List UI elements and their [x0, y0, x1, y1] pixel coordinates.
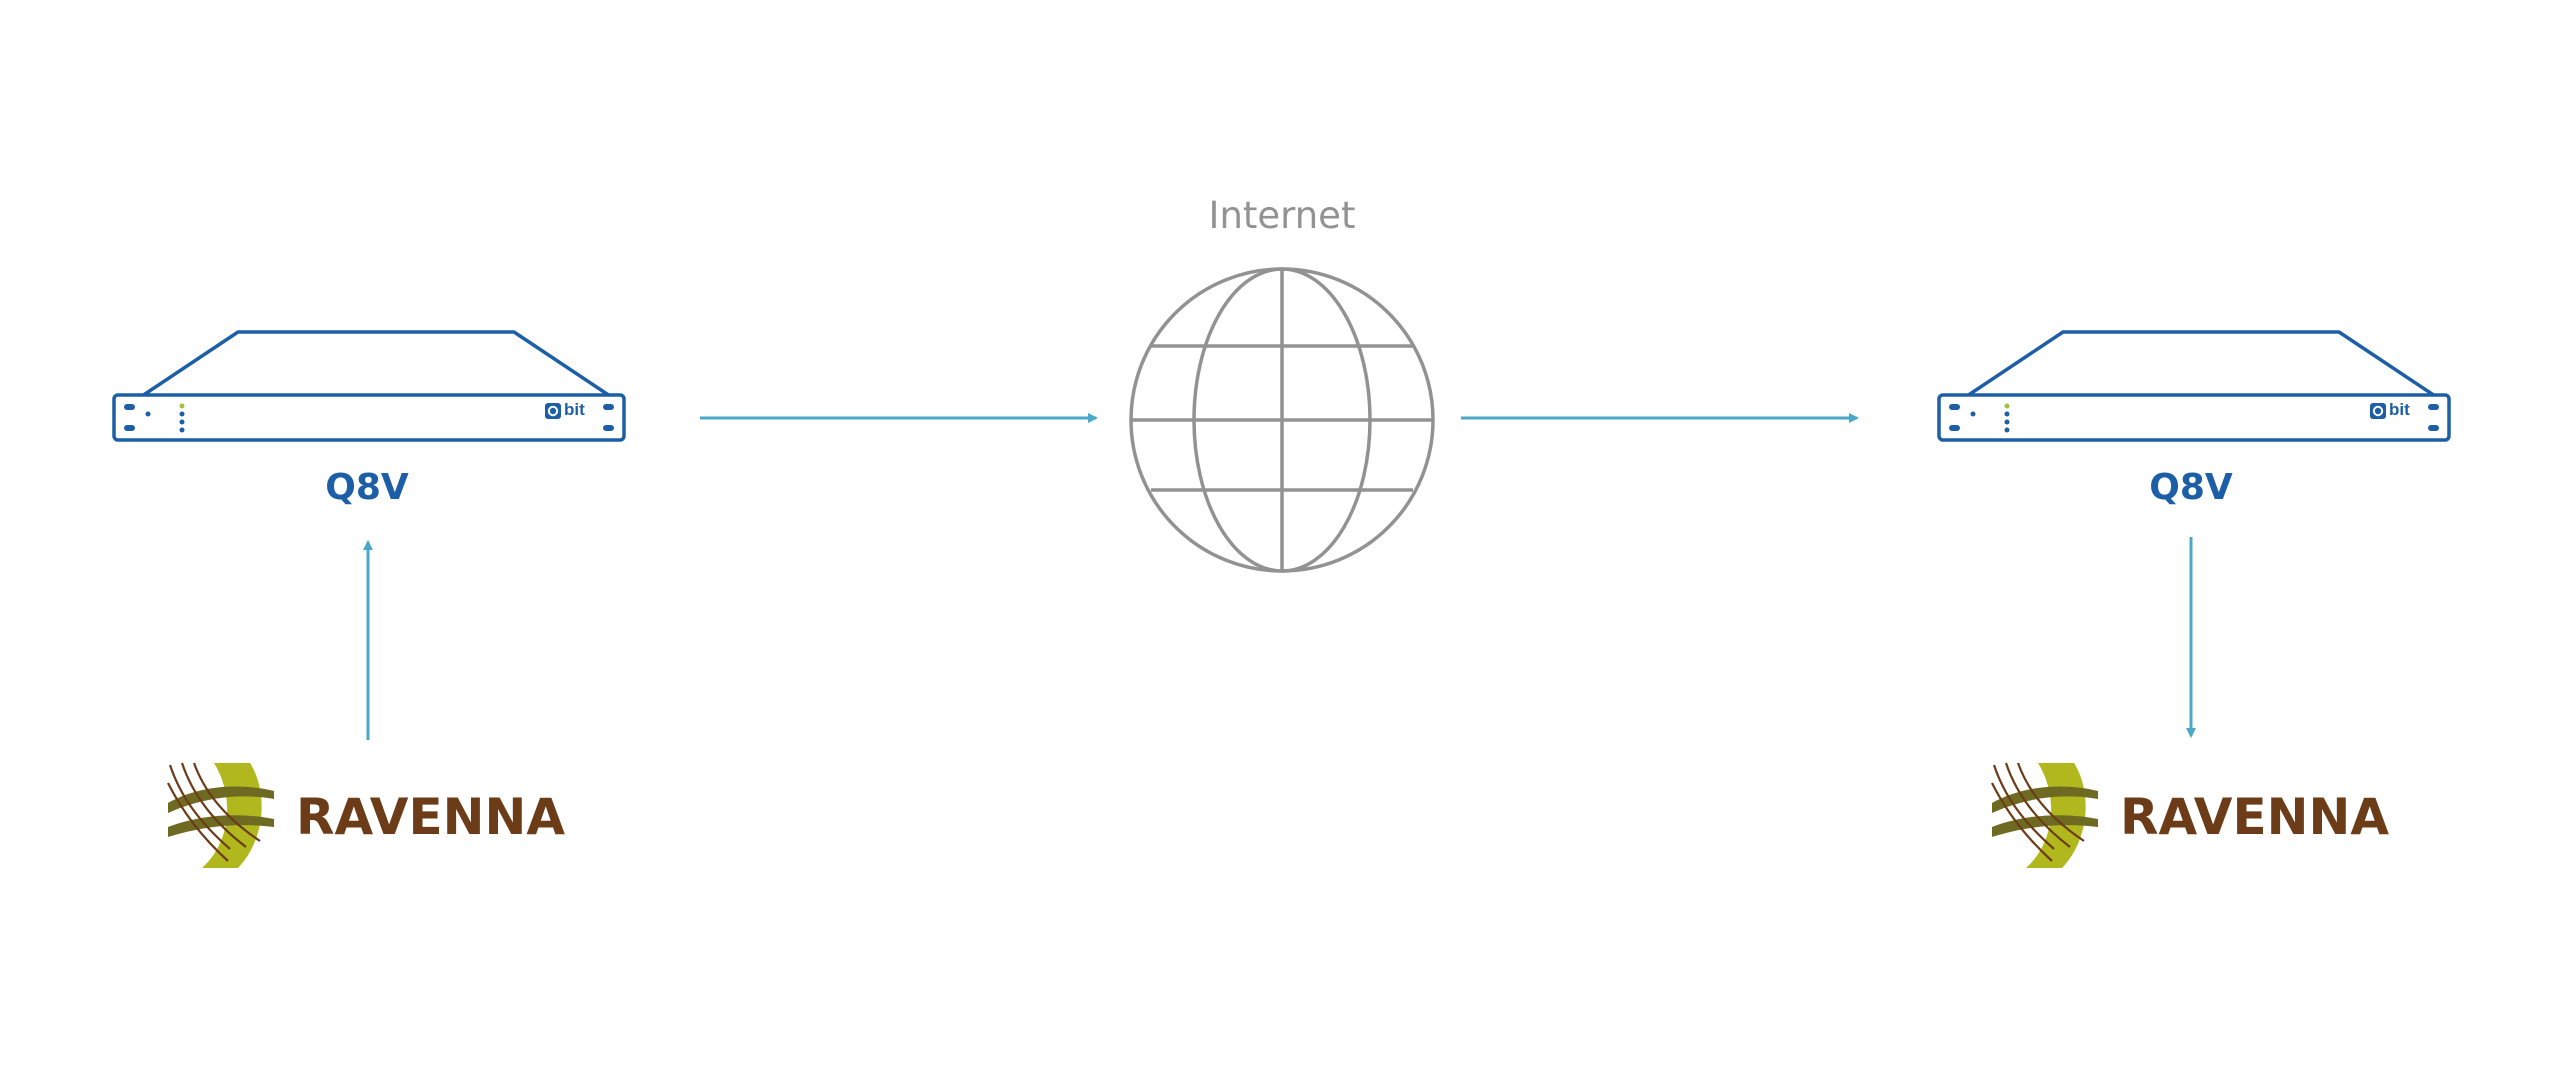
brand-left-name: RAVENNA [296, 788, 565, 846]
device-left-label: Q8V [325, 467, 409, 508]
ravenna-logo-icon [1990, 761, 2100, 870]
brand-right: RAVENNA [1990, 761, 2389, 870]
internet-node: Internet [1129, 194, 1435, 573]
device-left-logo-text: bit [564, 400, 585, 419]
device-right-label: Q8V [2149, 467, 2233, 508]
device-right-logo-text: bit [2389, 400, 2410, 419]
device-left: bit Q8V [112, 330, 626, 508]
device-right: bit Q8V [1937, 330, 2451, 508]
internet-label: Internet [1209, 194, 1356, 237]
ravenna-logo-icon [166, 761, 276, 870]
brand-left: RAVENNA [166, 761, 565, 870]
brand-right-name: RAVENNA [2120, 788, 2389, 846]
globe-icon [1129, 267, 1435, 573]
